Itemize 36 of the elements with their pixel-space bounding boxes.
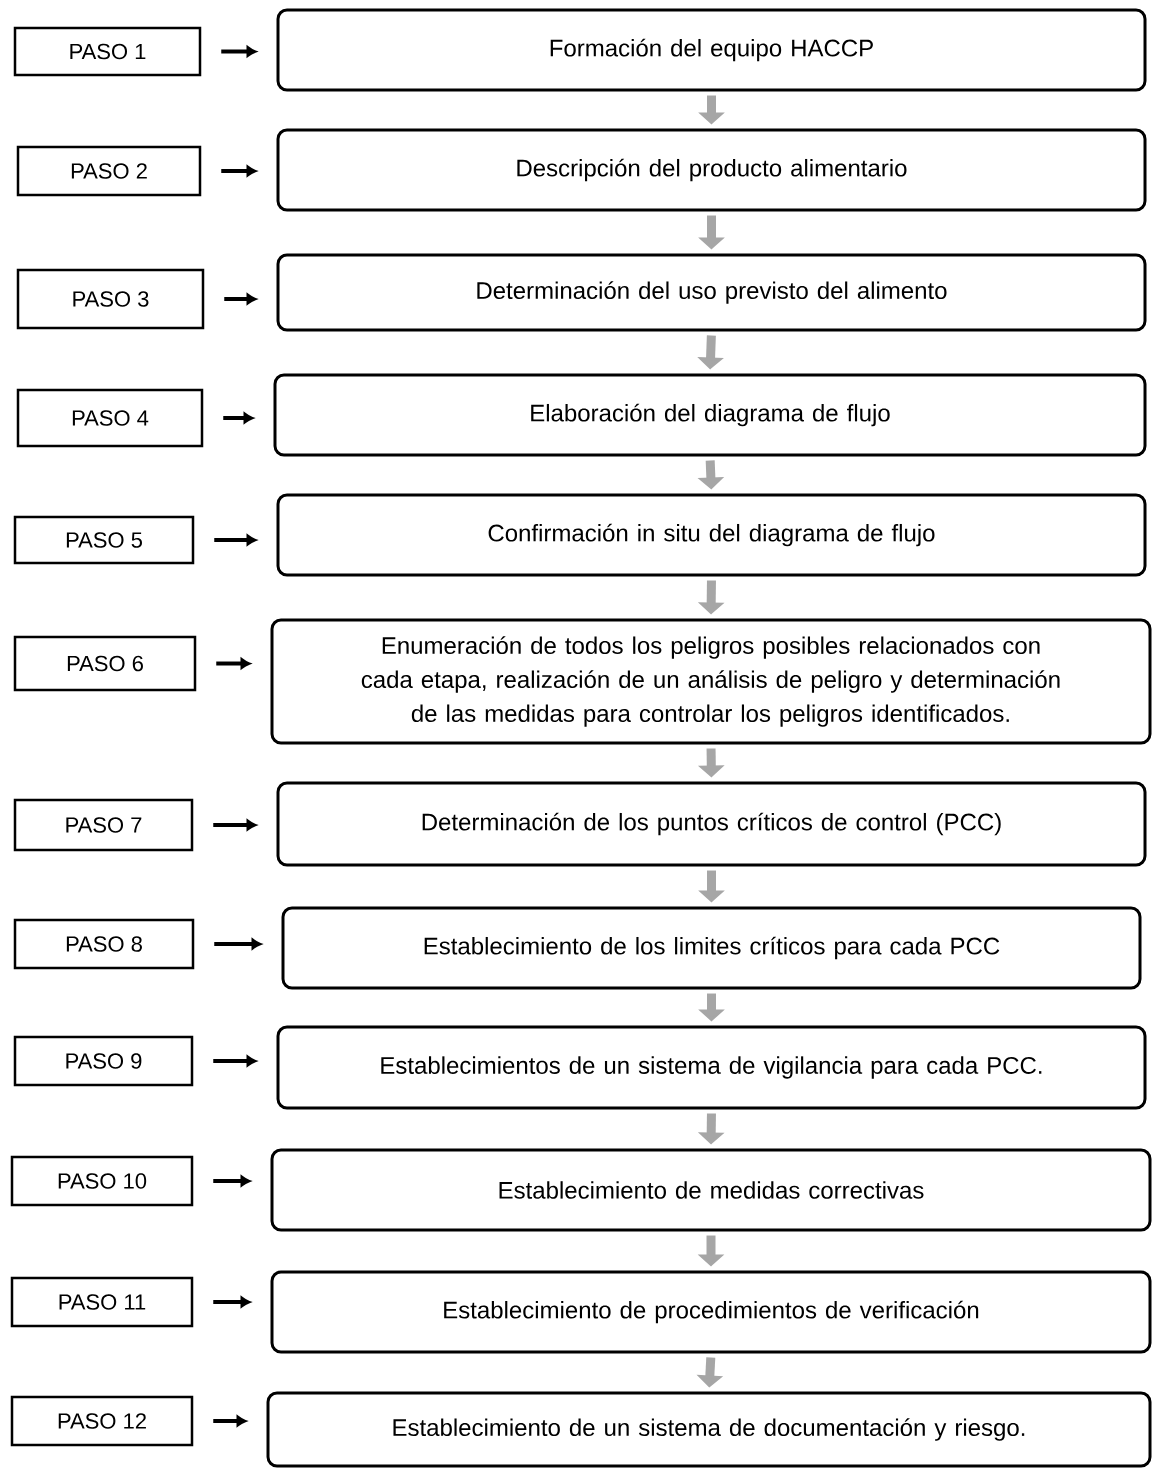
arrow — [213, 1055, 257, 1067]
arrow — [221, 46, 257, 57]
arrow — [213, 1175, 251, 1187]
process-box: Establecimiento de procedimientos de verificación — [270, 1270, 1152, 1354]
process-box: Formación del equipo HACCP — [276, 8, 1147, 92]
step-number-box: PASO 8 — [13, 918, 195, 970]
step-number-box: PASO 11 — [10, 1276, 194, 1328]
step-number-box: PASO 10 — [10, 1155, 194, 1207]
step-number-box: PASO 1 — [13, 26, 202, 77]
step-number-box: PASO 12 — [10, 1395, 194, 1447]
step-number-box: PASO 4 — [16, 388, 204, 448]
process-box: Establecimiento de medidas correctivas — [270, 1148, 1152, 1232]
arrow — [221, 165, 257, 177]
process-box: Establecimiento de los limites críticos para cada PCC — [281, 906, 1142, 990]
arrow — [214, 938, 262, 950]
process-box: Establecimientos de un sistema de vigilancia para cada PCC. — [276, 1025, 1147, 1110]
process-box: Elaboración del diagrama de flujo — [273, 373, 1147, 457]
step-number-box: PASO 5 — [13, 515, 195, 565]
process-box: Enumeración de todos los peligros posibles relacionados con cada etapa, realización de un análisis de peligro y determinación de las medidas para controlar los peligros identificados. — [270, 618, 1152, 745]
arrow — [224, 293, 257, 305]
process-box: Determinación de los puntos críticos de control (PCC) — [276, 781, 1147, 867]
step-number-box: PASO 7 — [13, 798, 194, 852]
arrow — [213, 1296, 251, 1308]
step-number-box: PASO 9 — [13, 1035, 194, 1087]
arrow — [213, 1415, 247, 1427]
arrow — [214, 534, 257, 546]
arrow — [223, 412, 254, 424]
arrow — [216, 658, 251, 669]
step-number-box: PASO 2 — [16, 145, 202, 197]
arrow — [213, 819, 257, 831]
process-box: Confirmación in situ del diagrama de flujo — [276, 493, 1147, 577]
process-box: Determinación del uso previsto del alimento — [276, 253, 1147, 332]
process-box: Establecimiento de un sistema de documentación y riesgo. — [266, 1391, 1152, 1468]
step-number-box: PASO 6 — [13, 635, 197, 692]
process-box: Descripción del producto alimentario — [276, 128, 1147, 212]
step-number-box: PASO 3 — [16, 268, 205, 330]
